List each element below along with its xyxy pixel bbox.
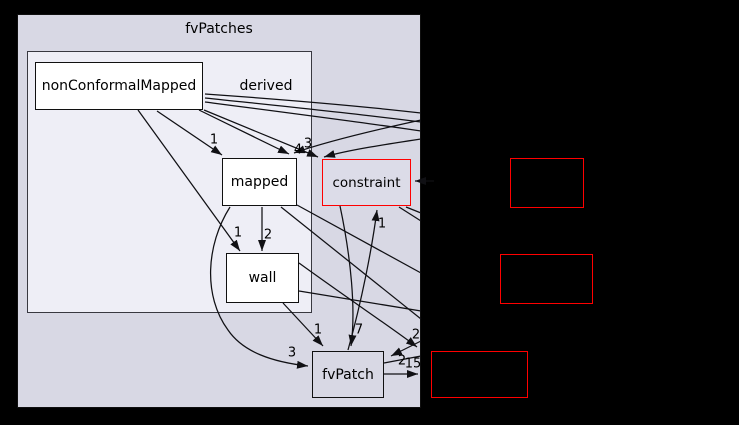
node-constraint-label: constraint xyxy=(332,174,401,191)
node-fvpatch-label: fvPatch xyxy=(322,366,374,383)
edge-count-label: 2 xyxy=(397,353,407,369)
edge-count-label: 1 xyxy=(377,216,387,232)
node-wall[interactable]: wall xyxy=(226,253,299,303)
node-mapped-label: mapped xyxy=(230,174,289,190)
edge-count-label: 7 xyxy=(354,322,364,338)
cluster-derived-label[interactable]: derived xyxy=(239,78,293,94)
node-nonconformalmapped[interactable]: nonConformalMapped xyxy=(35,62,203,110)
external-node-bottom[interactable] xyxy=(431,351,528,398)
edge-count-label: 4 xyxy=(293,142,303,158)
node-fvpatch[interactable]: fvPatch xyxy=(312,351,384,398)
edge-count-label: 1 xyxy=(233,225,243,241)
edge-count-label: 1 xyxy=(209,132,219,148)
external-node-top[interactable] xyxy=(510,158,584,208)
external-node-middle[interactable] xyxy=(500,254,593,304)
edge-count-label: 15 xyxy=(404,356,422,372)
edge-count-label: 2 xyxy=(263,227,273,243)
node-constraint[interactable]: constraint xyxy=(322,159,411,206)
node-wall-label: wall xyxy=(248,270,277,286)
edge-count-label: 2 xyxy=(411,327,421,343)
edge-count-label: 3 xyxy=(303,136,313,152)
node-mapped[interactable]: mapped xyxy=(222,158,297,206)
edge-count-label: 3 xyxy=(287,345,297,361)
edge-count-label: 1 xyxy=(313,322,323,338)
cluster-fvpatches-label[interactable]: fvPatches xyxy=(185,21,253,37)
node-nonconformalmapped-label: nonConformalMapped xyxy=(41,78,197,94)
